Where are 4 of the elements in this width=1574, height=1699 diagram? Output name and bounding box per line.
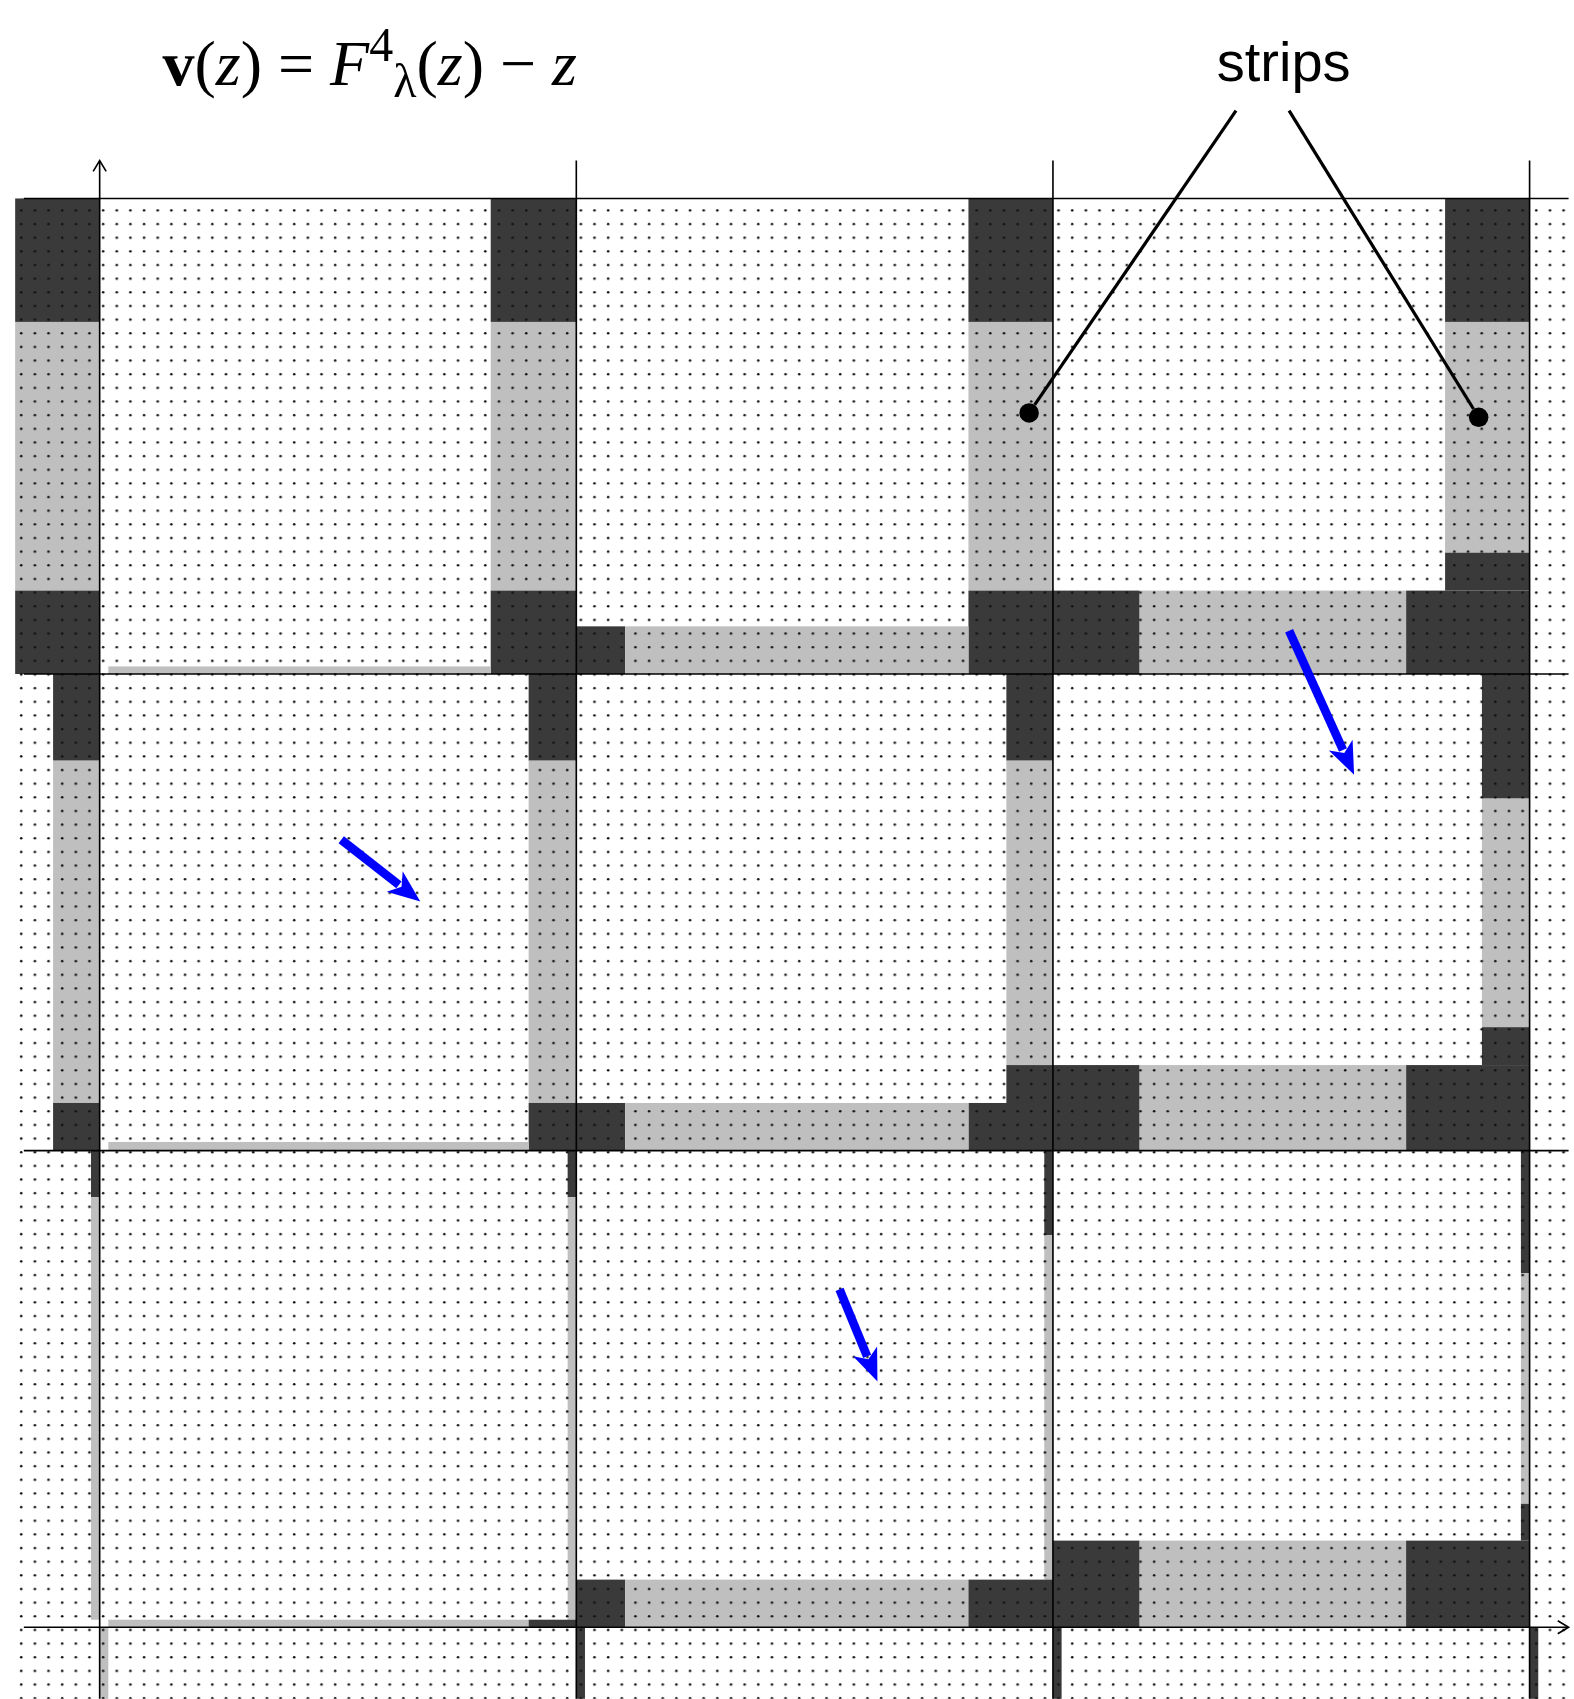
leader-dot: [1468, 407, 1489, 427]
leader-line: [1287, 109, 1475, 410]
leader-dot: [1019, 403, 1039, 423]
leader-line: [1033, 109, 1238, 406]
